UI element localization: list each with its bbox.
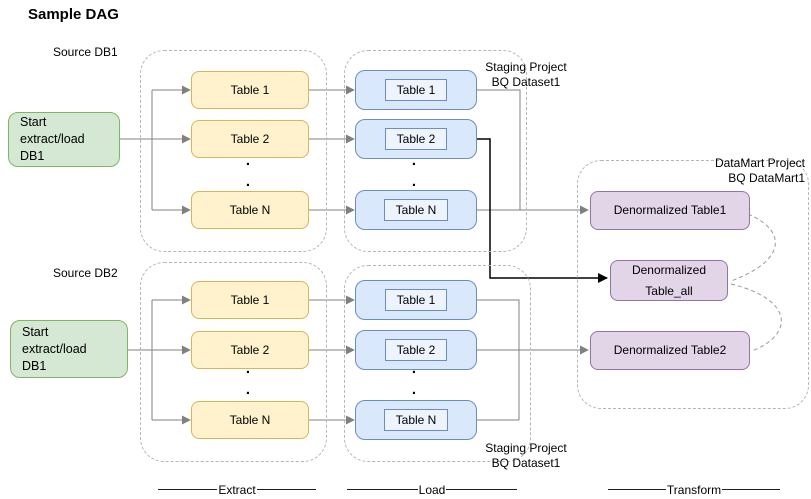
stage-load-label: Load [418, 482, 446, 497]
load-db1-table2: Table 2 [355, 119, 477, 159]
stage-extract: Extract [158, 482, 316, 497]
stage-extract-rule-right [256, 489, 316, 490]
load-db2-table2-chip: Table 2 [384, 339, 448, 361]
extract-container-db1 [140, 50, 327, 252]
stage-extract-label: Extract [218, 482, 256, 497]
stage-transform-rule-right [722, 489, 781, 490]
extract-db2-table1: Table 1 [191, 281, 309, 319]
stage-transform-rule-left [608, 489, 666, 490]
stage-load: Load [347, 482, 518, 497]
load-db1-tablen-chip: Table N [383, 199, 449, 221]
stage-extract-rule-left [158, 489, 218, 490]
extract-db1-tablen: Table N [191, 191, 309, 229]
load-db1-table1: Table 1 [355, 70, 477, 110]
denormalized-table-all-node: Denormalized Table_all [610, 260, 728, 301]
load-db2-tablen-chip: Table N [383, 409, 449, 431]
load-container-db1 [344, 50, 527, 252]
load-db2-table1-chip: Table 1 [384, 289, 448, 311]
extract-db2-table2: Table 2 [191, 331, 309, 369]
load-db2-ellipsis: . . [411, 360, 417, 398]
denormalized-table2-node: Denormalized Table2 [590, 331, 750, 370]
load-db1-table1-chip: Table 1 [384, 79, 448, 101]
stage-load-rule-right [446, 489, 518, 490]
staging-project-label-bottom: Staging Project BQ Dataset1 [485, 441, 567, 470]
start-node-db1: Start extract/load DB1 [8, 112, 120, 167]
extract-db1-table2: Table 2 [191, 120, 309, 158]
load-db1-ellipsis: . . [411, 152, 417, 190]
extract-container-db2 [140, 262, 327, 462]
datamart-container [577, 160, 809, 409]
page-title: Sample DAG [28, 6, 119, 23]
start-node-db2: Start extract/load DB1 [10, 320, 128, 378]
source-db2-label: Source DB2 [53, 266, 118, 280]
load-db1-tablen: Table N [355, 190, 477, 230]
stage-transform: Transform [608, 482, 781, 497]
datamart-project-label: DataMart Project BQ DataMart1 [714, 156, 805, 185]
load-db2-table2: Table 2 [355, 330, 477, 370]
source-db1-label: Source DB1 [53, 45, 118, 59]
extract-db2-tablen: Table N [191, 401, 309, 439]
extract-db1-table1: Table 1 [191, 71, 309, 109]
load-db2-tablen: Table N [355, 400, 477, 440]
stage-transform-label: Transform [666, 482, 722, 497]
stage-load-rule-left [347, 489, 418, 490]
denormalized-table1-node: Denormalized Table1 [590, 191, 750, 230]
load-db2-table1: Table 1 [355, 280, 477, 320]
staging-project-label-top: Staging Project BQ Dataset1 [485, 60, 567, 89]
extract-db1-ellipsis: . . [245, 152, 251, 190]
load-container-db2 [344, 265, 531, 462]
extract-db2-ellipsis: . . [245, 360, 251, 398]
load-db1-table2-chip: Table 2 [384, 128, 448, 150]
